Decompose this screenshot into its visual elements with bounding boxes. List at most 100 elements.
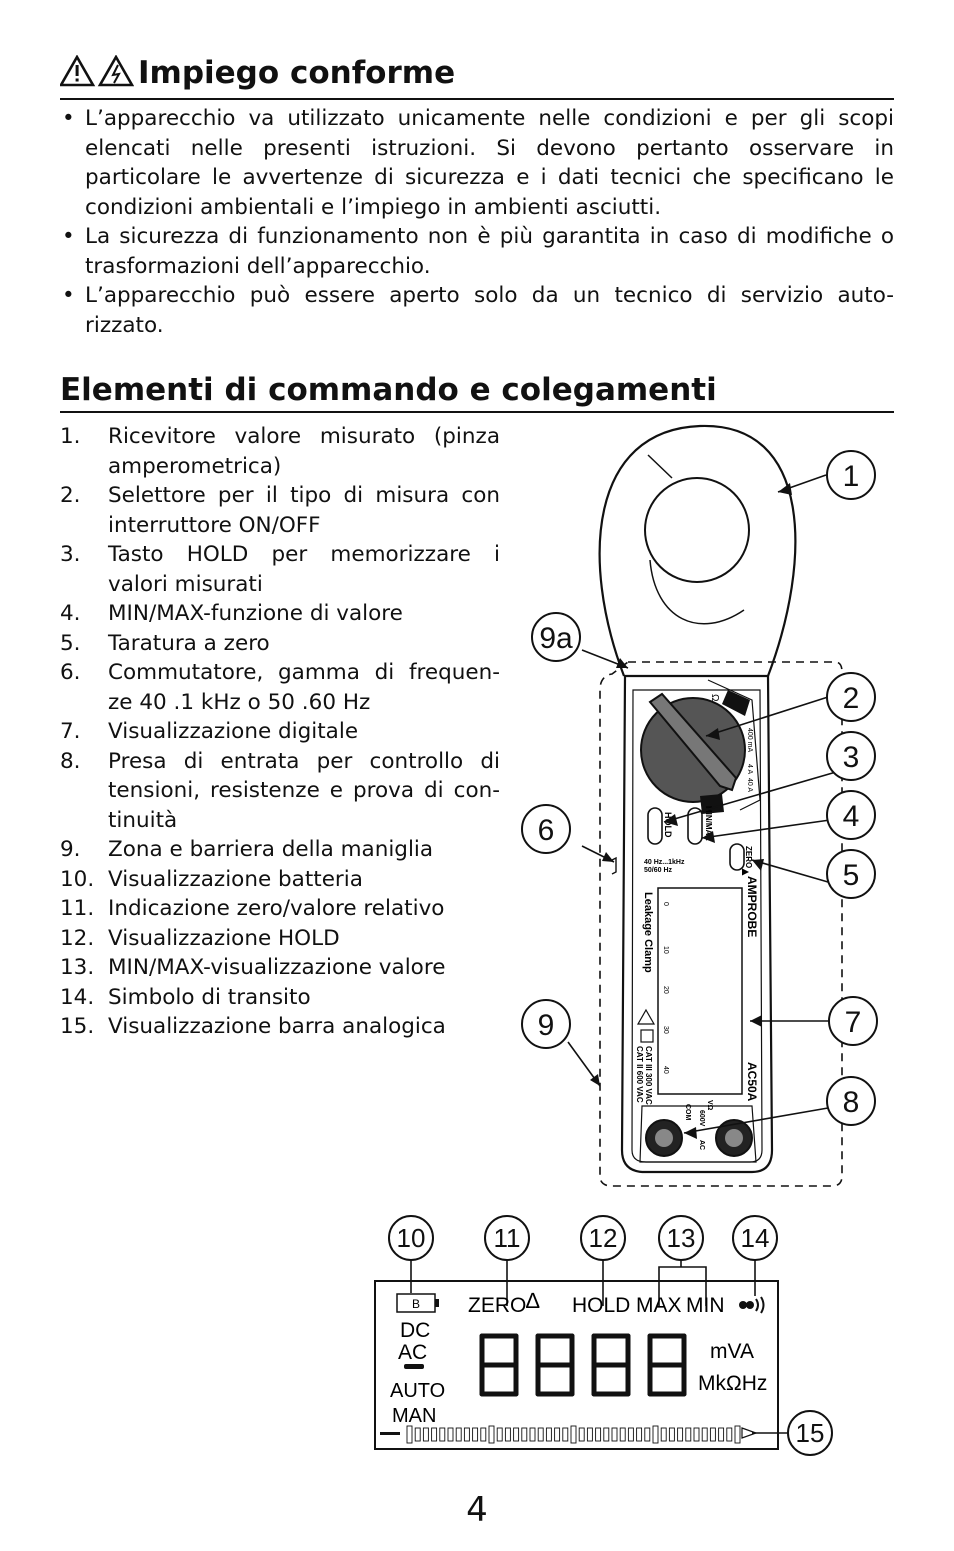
bargraph-segment <box>480 1427 487 1442</box>
bargraph-segment <box>636 1427 643 1442</box>
bullet-item: L’apparecchio può essere aperto solo da … <box>60 281 894 340</box>
warning-triangle-icon <box>58 54 96 87</box>
svg-text:2: 2 <box>843 682 860 715</box>
svg-text:CAT III 300 VAC: CAT III 300 VAC <box>644 1046 653 1105</box>
list-item: 14.Simbolo di transito <box>60 984 311 1010</box>
svg-text:10: 10 <box>397 1223 426 1253</box>
list-item: 6.Commutatore, gamma di frequen-ze 40 .1… <box>60 660 500 715</box>
svg-text:AC: AC <box>698 1140 705 1150</box>
meter-body <box>620 674 774 1174</box>
bargraph-segment <box>488 1425 495 1444</box>
list-item: 15.Visualizzazione barra analogica <box>60 1014 446 1039</box>
svg-text:ZERO: ZERO <box>468 1294 526 1317</box>
bargraph-segment <box>693 1427 700 1442</box>
analog-bargraph <box>406 1425 741 1444</box>
hold-button <box>647 807 663 845</box>
callout-9 <box>521 999 571 1049</box>
list-item: 7.Visualizzazione digitale <box>60 719 359 744</box>
bargraph-segment <box>431 1427 438 1442</box>
bargraph-segment <box>463 1427 470 1442</box>
callout-1 <box>826 450 876 500</box>
list-item: 11.Indicazione zero/valore relativo <box>60 896 445 921</box>
brand-logo: AMPROBE <box>745 876 759 937</box>
callout-8 <box>826 1076 876 1126</box>
warning-icons <box>58 54 135 96</box>
svg-text:30: 30 <box>662 1026 669 1034</box>
svg-text:1: 1 <box>843 460 860 493</box>
svg-text:▲: ▲ <box>739 866 753 878</box>
bargraph-segment <box>496 1427 503 1442</box>
clamp-opening <box>644 477 750 583</box>
svg-text:ZERO: ZERO <box>744 846 753 868</box>
zero-button <box>729 843 745 871</box>
svg-text:AC: AC <box>398 1341 427 1364</box>
bargraph-segment <box>668 1427 675 1442</box>
svg-text:MAN: MAN <box>392 1405 436 1427</box>
svg-text:15: 15 <box>796 1418 825 1448</box>
svg-text:13: 13 <box>667 1223 696 1253</box>
bargraph-segment <box>447 1427 454 1442</box>
continuity-icon <box>739 1296 765 1314</box>
bargraph-segment <box>603 1427 610 1442</box>
svg-text:∆: ∆ <box>526 1288 540 1313</box>
list-item: 10.Visualizzazione batteria <box>60 866 363 892</box>
svg-text:5: 5 <box>843 859 860 892</box>
svg-text:7: 7 <box>845 1006 862 1039</box>
list-item: 1.Ricevitore valore misurato (pinza ampe… <box>60 424 500 479</box>
numbered-list: 1.Ricevitore valore misurato (pinza ampe… <box>60 422 500 1042</box>
bargraph-segment <box>652 1425 659 1444</box>
svg-text:0: 0 <box>662 902 669 906</box>
section-heading-impiego: Impiego conforme <box>58 54 894 100</box>
svg-text:mVA: mVA <box>710 1340 754 1363</box>
svg-text:40: 40 <box>662 1066 669 1074</box>
handle-zone <box>599 661 843 1187</box>
dial-knob <box>648 692 738 792</box>
bargraph-segment <box>726 1427 733 1442</box>
bargraph-segment <box>422 1427 429 1442</box>
electric-hazard-icon <box>97 54 135 87</box>
list-item: 5.Taratura a zero <box>60 630 270 656</box>
svg-text:AUTO: AUTO <box>390 1380 445 1402</box>
callout-7 <box>828 996 878 1046</box>
svg-text:9: 9 <box>538 1009 555 1042</box>
bargraph-segment <box>455 1427 462 1442</box>
bargraph-segment <box>414 1427 421 1442</box>
section-title: Impiego conforme <box>138 55 456 91</box>
bargraph-segment <box>660 1427 667 1442</box>
callout-4 <box>826 790 876 840</box>
lcd-frame <box>374 1280 779 1450</box>
bargraph-segment <box>439 1427 446 1442</box>
svg-text:12: 12 <box>589 1223 618 1253</box>
svg-text:50/60 Hz: 50/60 Hz <box>644 867 673 874</box>
svg-text:11: 11 <box>494 1223 521 1253</box>
svg-text:HOLD: HOLD <box>663 812 673 838</box>
bargraph-segment <box>586 1427 593 1442</box>
bargraph-segment <box>537 1427 544 1442</box>
svg-text:6: 6 <box>538 814 555 847</box>
bargraph-segment <box>619 1427 626 1442</box>
bargraph-segment <box>406 1425 413 1444</box>
minmax-button <box>687 807 703 845</box>
seven-segment-digits <box>479 1333 687 1397</box>
bargraph-segment <box>513 1427 520 1442</box>
svg-text:COM: COM <box>684 1104 691 1121</box>
svg-text:MAX: MAX <box>636 1294 682 1317</box>
callout-6 <box>521 804 571 854</box>
bargraph-segment <box>545 1427 552 1442</box>
svg-text:MkΩHz: MkΩHz <box>698 1372 767 1395</box>
list-item: 8.Presa di entrata per controllo di tens… <box>60 748 500 833</box>
bargraph-segment <box>718 1427 725 1442</box>
bullet-list: L’apparecchio va utilizzato unicamente n… <box>60 104 894 340</box>
bargraph-segment <box>562 1427 569 1442</box>
bargraph-segment <box>685 1427 692 1442</box>
list-item: 4.MIN/MAX-funzione di valore <box>60 601 403 626</box>
list-item: 3.Tasto HOLD per memorizzare i valori mi… <box>60 542 500 597</box>
bullet-item: La sicurezza di funzionamento non è più … <box>60 222 894 281</box>
bargraph-segment <box>709 1427 716 1442</box>
bargraph-segment <box>578 1427 585 1442</box>
svg-text:10: 10 <box>662 946 669 954</box>
callout-5 <box>826 849 876 899</box>
bargraph-segment <box>595 1427 602 1442</box>
bargraph-segment <box>554 1427 561 1442</box>
